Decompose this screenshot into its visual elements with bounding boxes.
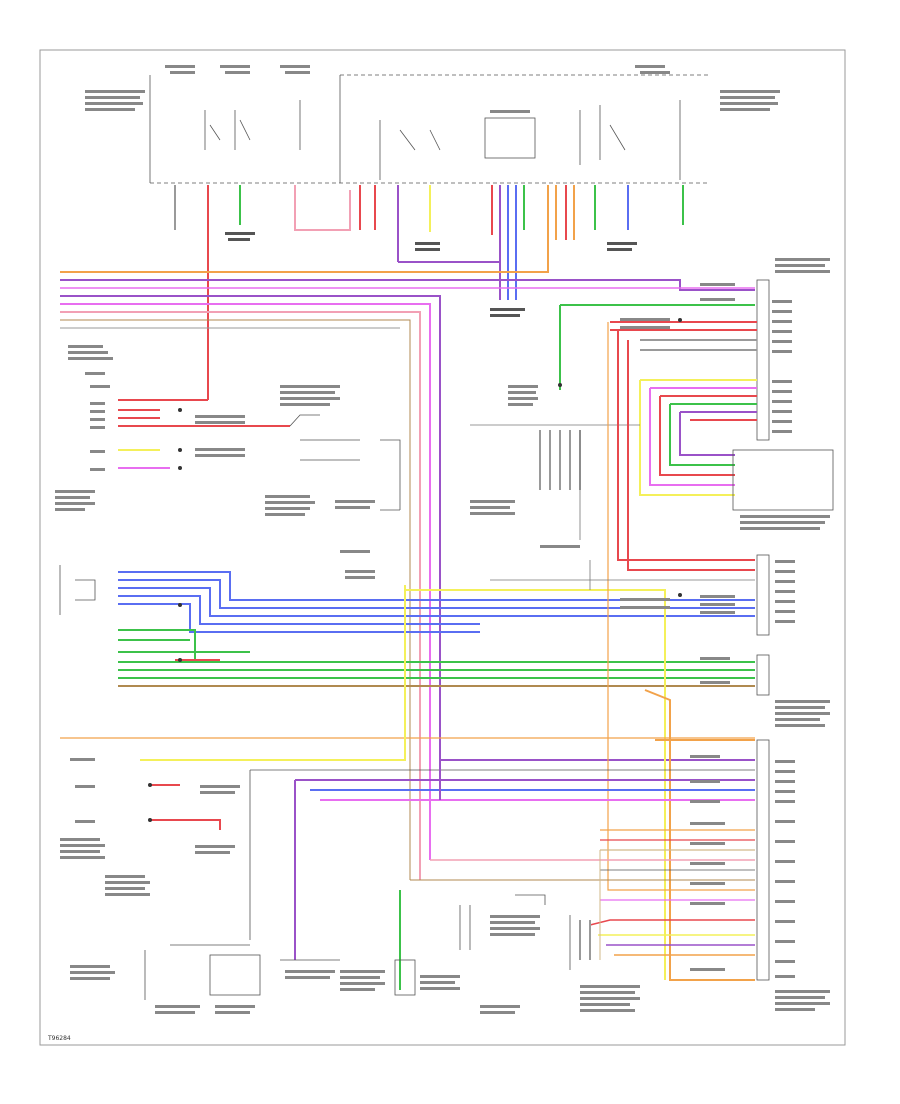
fuse-relay-box: [149, 74, 710, 184]
speed-sensor-wires: [118, 571, 755, 633]
lower-harness: [60, 585, 755, 990]
top-ground-labels: [225, 232, 637, 317]
left-upper-wires: [118, 399, 401, 511]
top-labels: [85, 65, 780, 113]
right-labels-upper: [620, 258, 830, 530]
center-switch-wires: [470, 424, 640, 540]
left-upper-labels: [55, 345, 375, 579]
speed-sensor: [59, 565, 96, 615]
center-labels: [470, 385, 580, 548]
lower-labels: [60, 755, 725, 1014]
top-vertical-wires: [60, 185, 684, 400]
right-labels-lower: [620, 560, 830, 1011]
right-connector-upper: [610, 279, 834, 511]
diagram-border: [39, 49, 846, 1046]
splice-points: [148, 318, 682, 822]
lower-components: [144, 894, 571, 1000]
transmission-sensor-box: [732, 449, 834, 511]
harness-bus-top: [60, 271, 755, 880]
right-connector-lower: [756, 554, 770, 981]
middle-harness: [118, 629, 755, 687]
footer-code: T96284: [47, 1035, 71, 1042]
